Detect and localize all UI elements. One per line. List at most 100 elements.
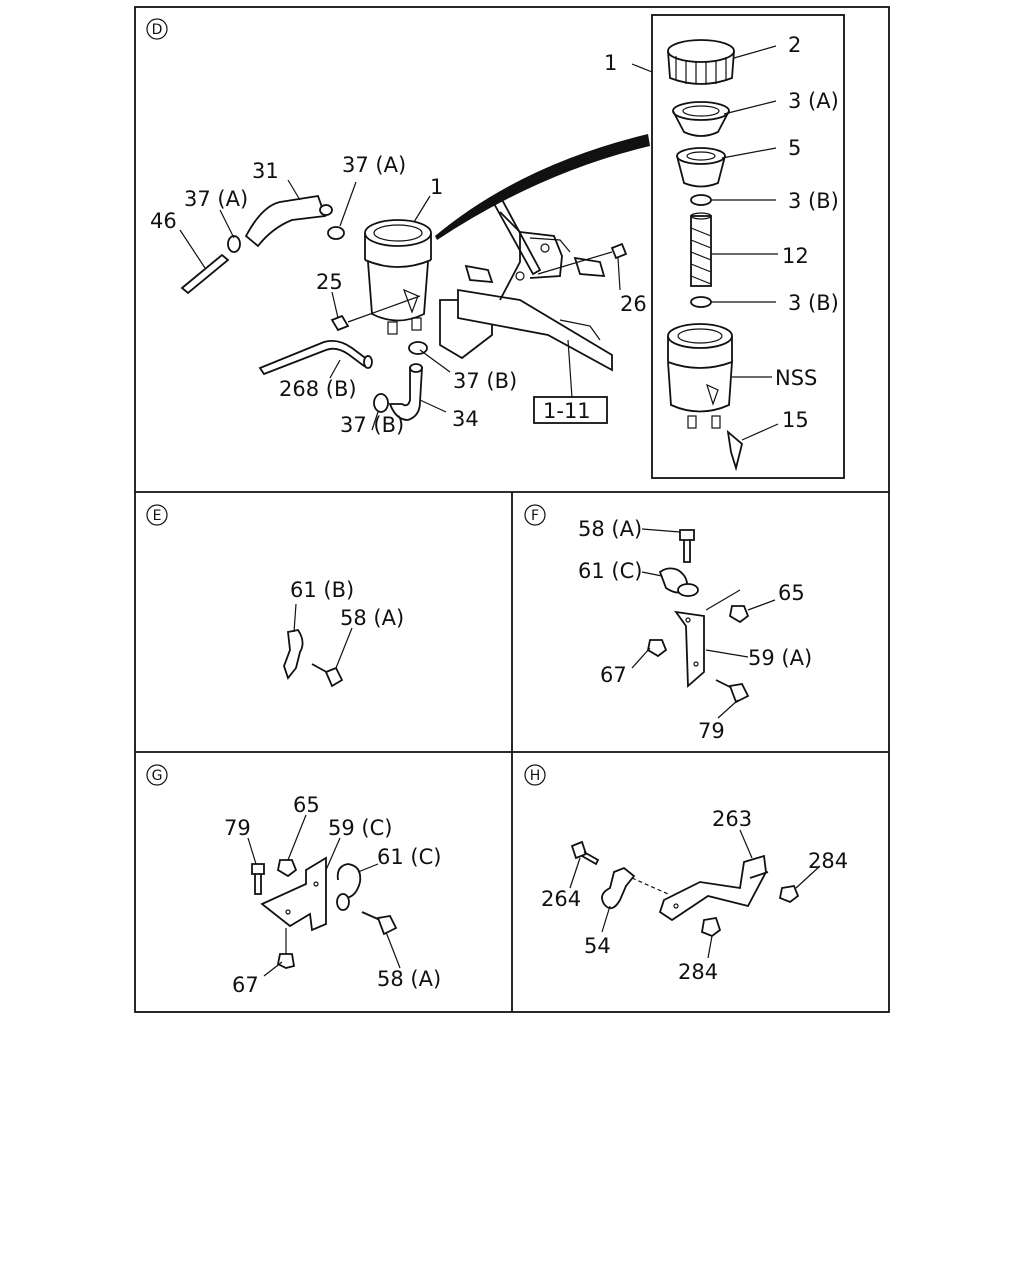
callout-284: 284 <box>808 849 848 873</box>
callout-31: 31 <box>252 159 279 183</box>
callout-37a: 37 (A) <box>184 187 248 211</box>
callout-1: 1 <box>604 51 617 75</box>
callout-34: 34 <box>452 407 479 431</box>
leader-lines-exploded <box>631 45 779 441</box>
clamp-tab <box>336 893 350 911</box>
callout-268b: 268 (B) <box>279 377 357 401</box>
leader-lines-h <box>569 829 821 959</box>
cap-seal <box>672 101 730 137</box>
section-marker-h: H <box>524 764 546 786</box>
callout-79: 79 <box>698 719 725 743</box>
clamp <box>373 393 389 413</box>
callout-79: 79 <box>224 816 251 840</box>
pipe-end <box>363 355 373 369</box>
callout-61c: 61 (C) <box>578 559 642 583</box>
bolt <box>570 840 600 866</box>
nut <box>276 953 296 969</box>
callout-58a: 58 (A) <box>377 967 441 991</box>
bolt <box>749 871 769 879</box>
section-f: F 58 (A) 61 (C) 65 59 (A) 67 79 <box>524 504 812 743</box>
reference-label: 1-11 <box>543 399 591 423</box>
callout-59a: 59 (A) <box>748 646 812 670</box>
callout-58a: 58 (A) <box>578 517 642 541</box>
callout-12: 12 <box>782 244 809 268</box>
callout-5: 5 <box>788 136 801 160</box>
callout-3b: 3 (B) <box>788 291 839 315</box>
clamp <box>227 235 241 253</box>
callout-263: 263 <box>712 807 752 831</box>
callout-59c: 59 (C) <box>328 816 392 840</box>
main-reservoir <box>364 219 432 335</box>
assembly-line <box>631 877 669 895</box>
callout-37b: 37 (B) <box>453 369 517 393</box>
reservoir-cap <box>667 39 735 85</box>
leader-lines-main <box>179 179 621 431</box>
callout-67: 67 <box>232 973 259 997</box>
section-d: D <box>146 14 845 479</box>
callout-264: 264 <box>541 887 581 911</box>
clip <box>726 429 744 472</box>
leader-lines-g <box>247 814 401 977</box>
reservoir-body <box>667 323 733 429</box>
callout-3b: 3 (B) <box>788 189 839 213</box>
callout-15: 15 <box>782 408 809 432</box>
diagram-frame <box>134 6 890 1013</box>
callout-37b: 37 (B) <box>340 413 404 437</box>
clamp <box>336 863 362 899</box>
svg-text:G: G <box>152 768 163 784</box>
nut <box>276 859 298 878</box>
strainer <box>676 147 726 188</box>
callout-61b: 61 (B) <box>290 578 354 602</box>
reference-box <box>533 396 608 424</box>
hose-end <box>319 204 333 216</box>
bracket <box>674 610 705 688</box>
clip <box>283 628 304 680</box>
section-g: G 65 79 59 (C) 61 (C) 67 58 ( <box>146 764 441 997</box>
section-marker-g: G <box>146 764 168 786</box>
nut <box>728 605 750 624</box>
bolt <box>330 295 421 332</box>
callout-65: 65 <box>293 793 320 817</box>
hose-end <box>409 363 423 373</box>
clamp <box>408 341 428 355</box>
pipe <box>180 253 230 295</box>
callout-26: 26 <box>620 292 647 316</box>
leader-lines-f <box>631 528 776 719</box>
hose <box>388 367 423 421</box>
clamp-tab <box>677 583 699 597</box>
callout-nss: NSS <box>775 366 817 390</box>
nut <box>646 639 668 658</box>
nut <box>700 916 722 938</box>
clip <box>601 866 636 910</box>
o-ring <box>690 296 712 308</box>
callout-58a: 58 (A) <box>340 606 404 630</box>
section-h: H 263 284 264 54 284 <box>524 764 848 984</box>
bracket <box>260 856 327 932</box>
hose <box>244 194 327 248</box>
callout-wedge <box>435 134 650 240</box>
bolt <box>311 663 344 688</box>
svg-text:D: D <box>152 22 163 38</box>
callout-67: 67 <box>600 663 627 687</box>
bolt <box>679 529 695 563</box>
callout-284: 284 <box>678 960 718 984</box>
callout-3a: 3 (A) <box>788 89 839 113</box>
callout-2: 2 <box>788 33 801 57</box>
callout-46: 46 <box>150 209 177 233</box>
section-marker-f: F <box>524 504 546 526</box>
section-e: E 61 (B) 58 (A) <box>146 504 404 688</box>
svg-text:F: F <box>531 508 539 524</box>
exploded-view-box <box>651 14 845 479</box>
callout-37a: 37 (A) <box>342 153 406 177</box>
svg-text:E: E <box>153 508 162 524</box>
pipe <box>258 339 370 376</box>
callout-61c: 61 (C) <box>377 845 441 869</box>
o-ring <box>690 194 712 206</box>
filter <box>690 212 712 287</box>
callout-65: 65 <box>778 581 805 605</box>
bolt <box>361 911 398 936</box>
bolt <box>715 679 750 704</box>
mounting-bracket <box>439 194 613 399</box>
clamp <box>327 226 345 240</box>
